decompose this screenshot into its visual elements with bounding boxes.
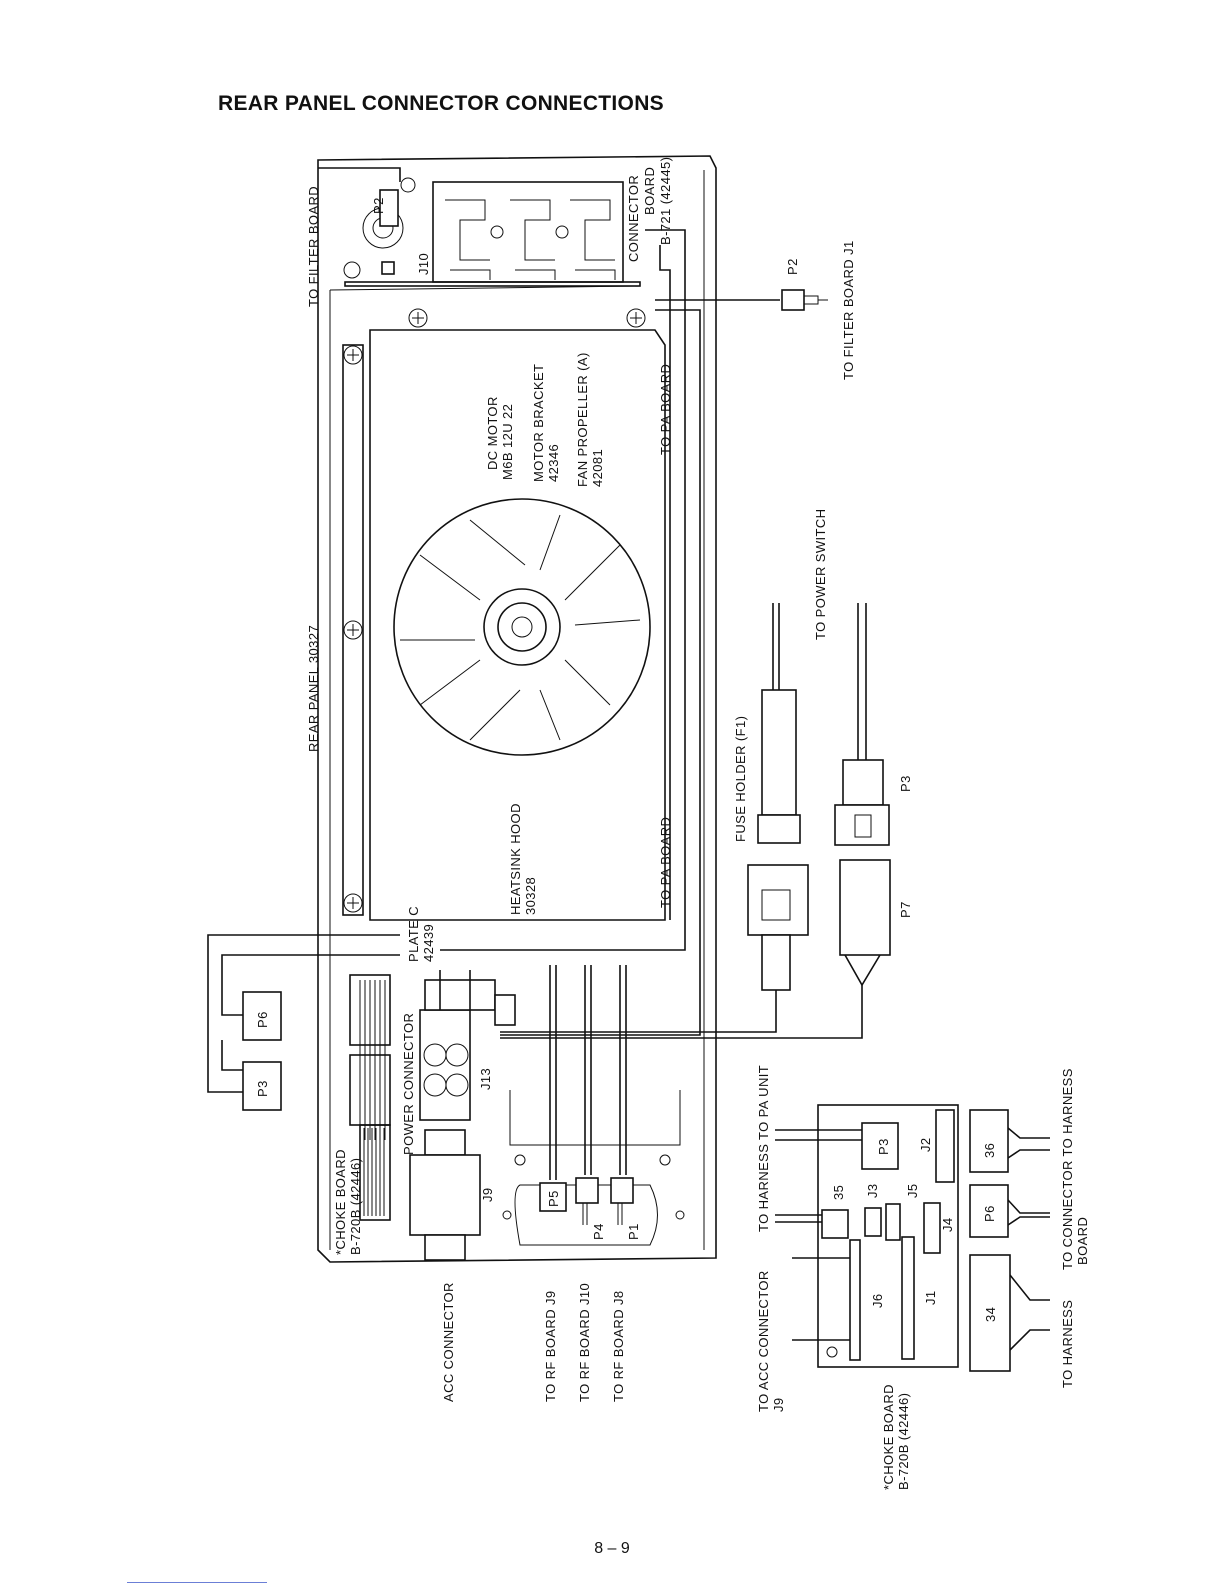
- power-connector: [419, 970, 516, 1121]
- label-cb-j3: J3: [865, 1183, 880, 1198]
- label-to-filter-board: TO FILTER BOARD: [306, 186, 321, 307]
- label-choke-board-bottom: B-720B (42446): [896, 1393, 911, 1490]
- connector-board: [344, 181, 641, 287]
- label-j13: J13: [478, 1068, 493, 1090]
- rear-panel-outline: [317, 155, 717, 1263]
- label-fan-propeller: 42081: [590, 449, 605, 487]
- left-connectors: [207, 934, 400, 1111]
- label-p5: P5: [546, 1190, 561, 1207]
- label-to-harness-pa: TO HARNESS TO PA UNIT: [756, 1065, 771, 1232]
- label-heatsink-hood: 30328: [523, 877, 538, 915]
- label-connector-board: CONNECTOR: [626, 175, 641, 262]
- footer-divider: [127, 1582, 267, 1583]
- label-power-connector: POWER CONNECTOR: [401, 1013, 416, 1155]
- pa-board-wires: [440, 229, 780, 1036]
- label-to-rf-board-j10: TO RF BOARD J10: [577, 1283, 592, 1402]
- label-p7: P7: [898, 901, 913, 918]
- label-to-pa-board-bottom: TO PA BOARD: [658, 817, 673, 908]
- choke-board-bottom: [775, 1104, 959, 1368]
- label-cb-j4: J4: [940, 1217, 955, 1232]
- label-cb-j5: J5: [905, 1183, 920, 1198]
- label-to-acc-connector: J9: [771, 1397, 786, 1412]
- label-connector-board: BOARD: [642, 167, 657, 215]
- label-p2-top: P2: [371, 197, 386, 214]
- label-dc-motor: DC MOTOR: [485, 396, 500, 470]
- harness-connectors: [969, 1109, 1050, 1372]
- label-cb-35: 35: [831, 1185, 846, 1200]
- label-p4: P4: [591, 1223, 606, 1240]
- label-fuse-holder: FUSE HOLDER (F1): [733, 716, 748, 842]
- fan-icon: [393, 498, 651, 756]
- label-to-connector-harness: TO CONNECTOR TO HARNESS: [1060, 1068, 1075, 1270]
- page-number: 8 – 9: [594, 1540, 630, 1557]
- label-p2-right: P2: [785, 258, 800, 275]
- label-p3-left: P3: [255, 1080, 270, 1097]
- label-to-power-switch: TO POWER SWITCH: [813, 509, 828, 640]
- label-cb-36: 36: [982, 1143, 997, 1158]
- label-cb-j6: J6: [870, 1293, 885, 1308]
- heatsink-hood: [342, 329, 666, 921]
- label-cb-p3: P3: [876, 1138, 891, 1155]
- label-to-harness-board: BOARD: [1075, 1217, 1090, 1265]
- label-plate-c: PLATE C: [406, 906, 421, 962]
- label-cb-p6: P6: [982, 1205, 997, 1222]
- rf-board-cables: [502, 965, 685, 1246]
- p3-p7-connectors: [500, 603, 891, 1039]
- label-to-filter-board-j1: TO FILTER BOARD J1: [841, 240, 856, 380]
- label-motor-bracket: 42346: [546, 444, 561, 482]
- label-acc-connector: ACC CONNECTOR: [441, 1282, 456, 1402]
- label-cb-34: 34: [983, 1307, 998, 1322]
- label-to-rf-board-j8: TO RF BOARD J8: [611, 1290, 626, 1402]
- label-to-harness-board: TO HARNESS: [1060, 1300, 1075, 1388]
- label-j9: J9: [480, 1187, 495, 1202]
- label-p3-right: P3: [898, 775, 913, 792]
- label-dc-motor: M6B 12U 22: [500, 404, 515, 480]
- label-choke-board: *CHOKE BOARD: [333, 1149, 348, 1255]
- label-to-rf-board-j9: TO RF BOARD J9: [543, 1290, 558, 1402]
- label-rear-panel: REAR PANEL 30327: [306, 625, 321, 752]
- label-p1: P1: [626, 1223, 641, 1240]
- label-to-acc-connector: TO ACC CONNECTOR: [756, 1270, 771, 1412]
- label-connector-board: B-721 (42445): [658, 157, 673, 245]
- label-p6-left: P6: [255, 1011, 270, 1028]
- page-title: REAR PANEL CONNECTOR CONNECTIONS: [218, 92, 664, 115]
- label-to-pa-board-top: TO PA BOARD: [658, 364, 673, 455]
- choke-board-ribbon: [349, 974, 391, 1221]
- screw-icon: [343, 308, 646, 913]
- label-fan-propeller: FAN PROPELLER (A): [575, 352, 590, 487]
- label-j10: J10: [416, 253, 431, 275]
- j10-connector: [318, 167, 416, 279]
- p2-connector: [781, 289, 828, 311]
- label-cb-j1: J1: [923, 1290, 938, 1305]
- label-choke-board-bottom: *CHOKE BOARD: [881, 1384, 896, 1490]
- acc-connector: [409, 1129, 481, 1261]
- label-plate-c: 42439: [421, 924, 436, 962]
- label-choke-board: B-720B (42446): [348, 1158, 363, 1255]
- label-cb-j2: J2: [918, 1137, 933, 1152]
- label-heatsink-hood: HEATSINK HOOD: [508, 803, 523, 915]
- fuse-holder: [500, 603, 809, 1033]
- label-motor-bracket: MOTOR BRACKET: [531, 364, 546, 482]
